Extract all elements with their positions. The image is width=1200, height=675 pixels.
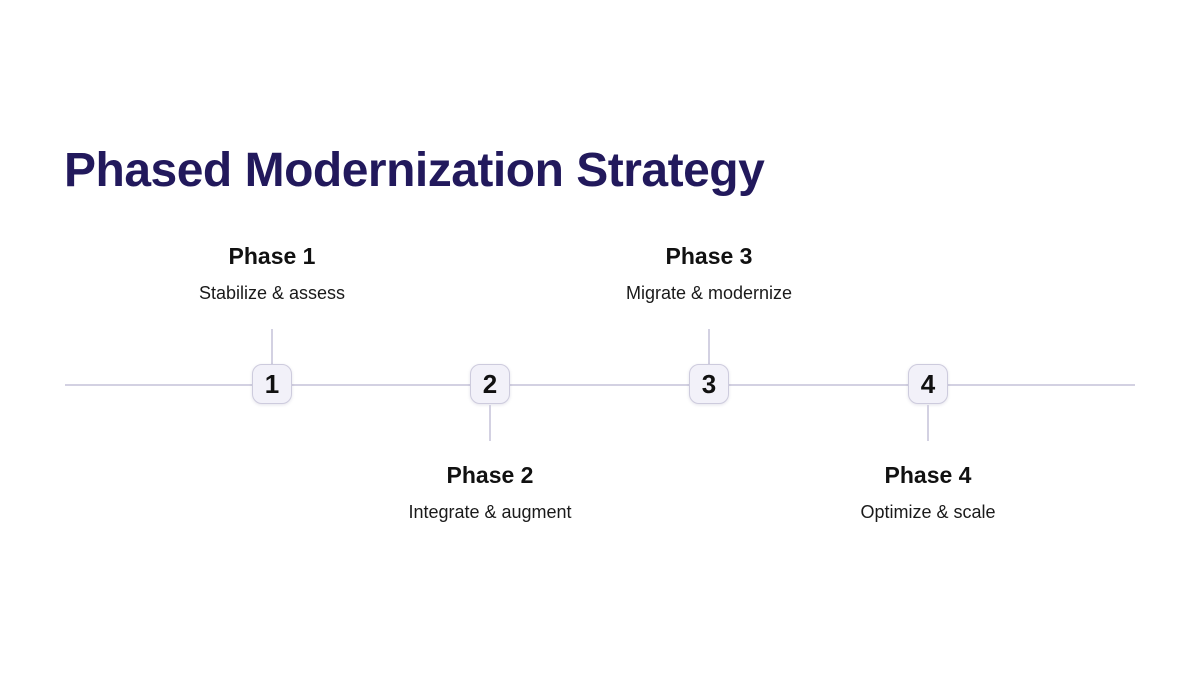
phase-4-node: 4 — [908, 364, 948, 404]
phase-3-node: 3 — [689, 364, 729, 404]
phase-2-node: 2 — [470, 364, 510, 404]
phase-2-title: Phase 2 — [446, 462, 534, 488]
slide-title: Phased Modernization Strategy — [64, 144, 765, 197]
phase-4-connector — [927, 405, 929, 441]
phase-3-connector — [708, 329, 710, 365]
phase-4-description: Optimize & scale — [860, 502, 996, 522]
phase-2-label: Phase 2 Integrate & augment — [360, 460, 620, 524]
phase-3-title: Phase 3 — [665, 243, 753, 269]
phase-1-connector — [271, 329, 273, 365]
timeline-line — [65, 384, 1135, 386]
phase-2-connector — [489, 405, 491, 441]
phase-2-description: Integrate & augment — [408, 502, 572, 522]
phase-1-title: Phase 1 — [228, 243, 316, 269]
phase-1-node: 1 — [252, 364, 292, 404]
phase-4-label: Phase 4 Optimize & scale — [798, 460, 1058, 524]
phase-3-label: Phase 3 Migrate & modernize — [579, 241, 839, 305]
phase-3-description: Migrate & modernize — [625, 283, 793, 303]
phase-1-description: Stabilize & assess — [198, 283, 346, 303]
phase-4-title: Phase 4 — [884, 462, 972, 488]
phase-1-label: Phase 1 Stabilize & assess — [142, 241, 402, 305]
